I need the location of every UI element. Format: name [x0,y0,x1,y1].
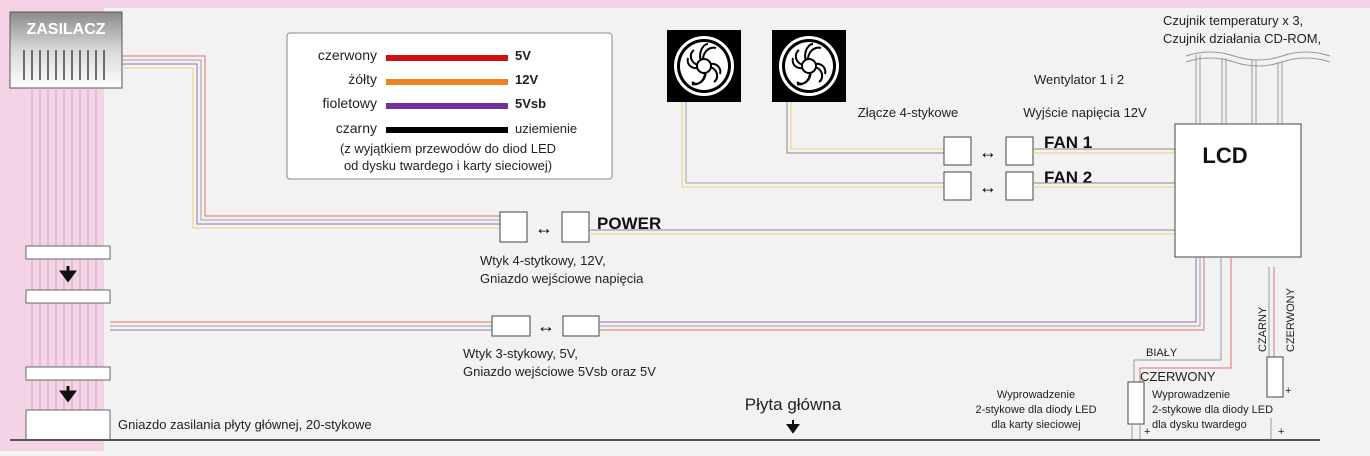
legend-name-3: czarny [336,120,377,136]
fan2-label: FAN 2 [1044,168,1092,187]
legend: czerwony 5V żółty 12V fioletowy 5Vsb cza… [318,47,577,173]
legend-value-0: 5V [515,48,531,63]
lan-led-label-1: Wyprowadzenie [997,389,1075,401]
wire-label-bialy: BIAŁY [1146,347,1178,359]
bundle-connector-2 [25,289,111,304]
down-arrow-icon [59,386,77,403]
wire-label-czerwony: CZERWONY [1140,369,1216,384]
plug3-connect-arrow-icon: ↔ [537,316,555,336]
fan-2-icon [772,30,846,102]
lan-led-connector [1127,381,1145,425]
down-arrow-icon [786,420,800,434]
legend-swatch-red [386,55,508,61]
sensor-wires [1185,51,1331,124]
legend-name-2: fioletowy [323,95,377,111]
plug3-plug [491,315,531,337]
psu-to-3pin-wires [110,321,492,331]
plug3-to-lcd-wires [599,257,1205,331]
legend-swatch-black [386,127,508,133]
plug3-label-2: Gniazdo wejściowe 5Vsb oraz 5V [463,364,656,379]
power-connect-arrow-icon: ↔ [535,218,553,238]
down-arrow-icon [59,266,77,283]
legend-note-1: (z wyjątkiem przewodów do diod LED [340,141,556,156]
fan-1-icon [667,30,741,102]
top-strip [104,0,1370,8]
fans-label: Wentylator 1 i 2 [1034,72,1124,87]
mobo-socket-label: Gniazdo zasilania płyty głównej, 20-styk… [118,417,372,432]
legend-swatch-yellow [386,79,508,85]
fan2-connect-arrow-icon: ↔ [979,177,997,197]
sensor-label-2: Czujnik działania CD-ROM, [1163,31,1321,46]
fan-to-lcd-wires [1033,148,1175,188]
mobo-label: Płyta główna [745,395,842,414]
wire-label-czarny-vertical: CZARNY [1257,306,1269,352]
plus-sign: + [1285,385,1291,397]
bundle-connector-1 [25,245,111,260]
plug3-label-1: Wtyk 3-stykowy, 5V, [463,346,578,361]
psu-label: ZASILACZ [26,21,105,38]
hdd-led-label-3: dla dysku twardego [1152,419,1247,431]
fan1-plug [943,136,972,166]
power-plug [499,211,528,243]
plug3-socket [562,315,600,337]
wire-label-czerwony-vertical: CZERWONY [1285,287,1297,352]
legend-value-2: 5Vsb [515,96,546,111]
fan-wires [681,102,944,188]
led-pins [1131,418,1272,440]
lcd-box [1174,123,1302,258]
bundle-connector-3 [25,366,111,381]
fan-connector-label: Złącze 4-stykowe [858,105,958,120]
psu-box [9,11,123,89]
legend-value-3: uziemienie [515,121,577,136]
fan1-socket [1005,136,1034,166]
fan2-socket [1005,171,1034,201]
legend-note-2: od dysku twardego i karty sieciowej) [344,158,552,173]
power-label: POWER [597,214,661,233]
power-to-lcd-wires [589,229,1175,235]
power-plug-label-2: Gniazdo wejściowe napięcia [480,271,644,286]
legend-name-0: czerwony [318,47,377,63]
mobo-20pin-socket [25,409,111,441]
hdd-led-connector [1266,356,1284,398]
fan-output-label: Wyjście napięcia 12V [1023,105,1147,120]
sensor-label-1: Czujnik temperatury x 3, [1163,13,1303,28]
plus-sign: + [1278,426,1284,438]
fan1-connect-arrow-icon: ↔ [979,142,997,162]
fan2-plug [943,171,972,201]
hdd-led-label-1: Wyprowadzenie [1152,389,1230,401]
led-wires [1133,257,1275,382]
legend-name-1: żółty [348,71,377,87]
plus-sign: + [1144,426,1150,438]
power-socket [561,211,590,243]
power-plug-label-1: Wtyk 4-stytkowy, 12V, [480,253,606,268]
fan1-label: FAN 1 [1044,133,1092,152]
psu-to-power-wires [122,55,500,229]
legend-value-1: 12V [515,72,538,87]
lan-led-label-2: 2-stykowe dla diody LED [975,404,1096,416]
lan-led-label-3: dla karty sieciowej [991,419,1080,431]
lcd-label: LCD [1202,143,1247,168]
legend-swatch-purple [386,103,508,109]
hdd-led-label-2: 2-stykowe dla diody LED [1152,404,1273,416]
